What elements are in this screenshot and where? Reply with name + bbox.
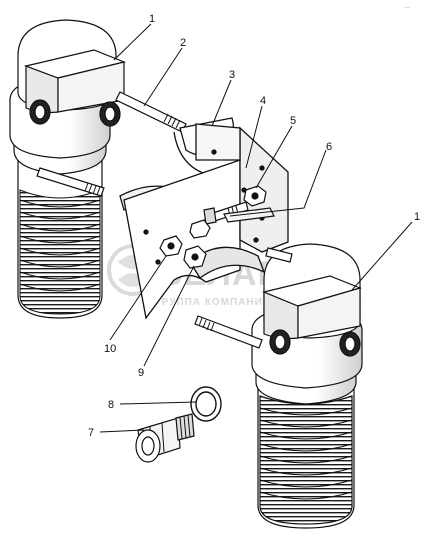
leader-line xyxy=(143,265,195,367)
sealing-washer xyxy=(190,386,222,422)
watermark-tagline: ГРУППА КОМПАНИЙ xyxy=(155,295,271,308)
callout-label: 6 xyxy=(326,141,332,153)
filter-lower-right xyxy=(251,243,363,529)
filter-upper-left-ribs xyxy=(19,189,101,315)
callout-label: 1 xyxy=(149,13,155,25)
leader-line xyxy=(99,429,145,433)
nut-10 xyxy=(159,235,183,257)
leader-line xyxy=(245,105,263,169)
stud-bolt-upper xyxy=(115,91,187,133)
leader-line xyxy=(229,149,327,217)
filter-upper-left xyxy=(9,19,126,319)
bolt xyxy=(203,201,249,225)
callout-label: 1 xyxy=(414,211,420,223)
leader-line xyxy=(255,125,293,189)
stud-bolt-lower xyxy=(36,167,105,197)
nut-9 xyxy=(183,219,211,269)
leader-line xyxy=(351,221,413,291)
stud-bolt-right-upper xyxy=(265,247,293,263)
stud-bolt-right-lower xyxy=(194,315,263,349)
leader-line xyxy=(109,255,167,341)
callout-label: 4 xyxy=(260,95,266,107)
leader-line xyxy=(119,401,197,405)
leader-line xyxy=(211,79,232,127)
leader-line xyxy=(143,47,183,107)
nut xyxy=(243,185,267,207)
callout-label: 7 xyxy=(88,427,94,439)
callout-label: 3 xyxy=(229,69,235,81)
callout-label: 2 xyxy=(180,37,186,49)
corner-mark: — xyxy=(404,5,410,11)
callout-label: 10 xyxy=(104,343,116,355)
union-fitting xyxy=(135,413,195,463)
callout-label: 5 xyxy=(290,115,296,127)
leader-line xyxy=(113,23,152,61)
washer-6 xyxy=(223,207,275,223)
callout-label: 9 xyxy=(138,367,144,379)
callout-label: 8 xyxy=(108,399,114,411)
callout-labels: 1 2 3 4 5 6 1 10 9 8 7 xyxy=(88,13,420,439)
leader-lines xyxy=(99,23,413,433)
